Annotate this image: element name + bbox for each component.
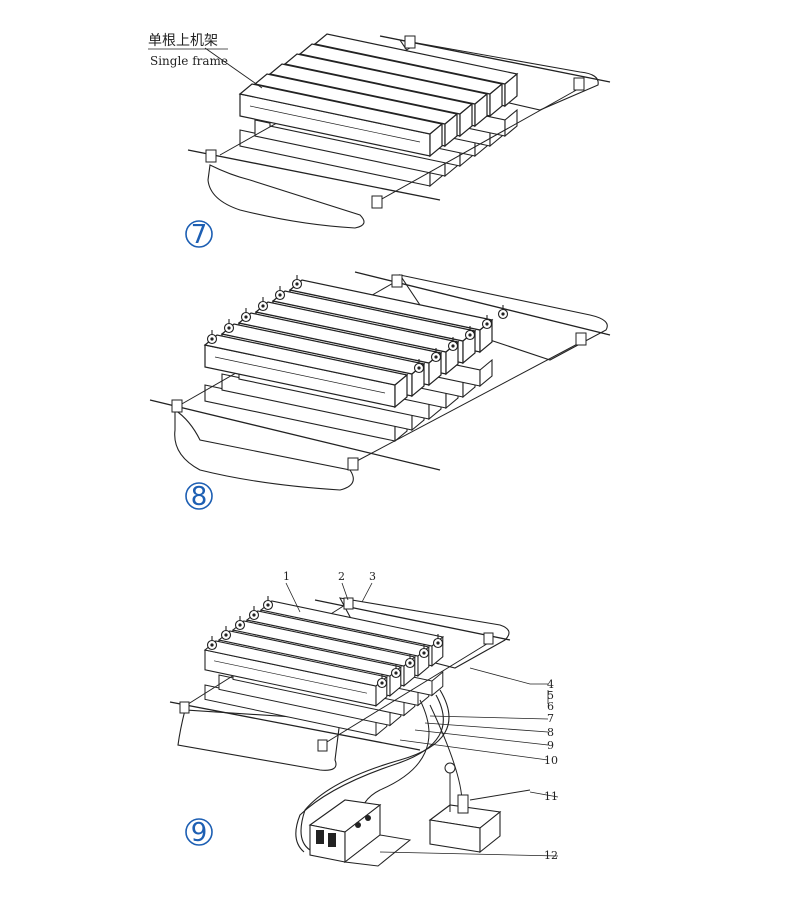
part-label-2: 2 xyxy=(338,570,345,583)
part-label-6: 6 xyxy=(547,700,554,713)
part-label-4: 4 xyxy=(547,678,554,691)
step-number-9: 9 xyxy=(191,818,208,848)
part-label-12: 12 xyxy=(544,849,558,862)
part-label-7: 7 xyxy=(547,712,554,725)
part-label-9: 9 xyxy=(547,739,554,752)
water-pump xyxy=(428,762,531,854)
step-number-circle xyxy=(185,220,213,248)
control-box xyxy=(308,799,412,867)
part-label-10: 10 xyxy=(544,754,558,767)
part-label-3: 3 xyxy=(369,570,376,583)
step-8-diagram: 8 xyxy=(149,271,611,512)
part-label-5: 5 xyxy=(547,689,554,702)
part-label-11: 11 xyxy=(544,790,558,803)
step-7-diagram: 单根上机架 Single frame 7 xyxy=(148,33,611,250)
belt-sheet xyxy=(174,408,354,491)
belt-sheet xyxy=(177,709,341,771)
step-9-diagram: 1 2 3 4 5 6 7 8 9 10 11 12 9 xyxy=(169,570,559,867)
step-number-7: 7 xyxy=(191,220,208,250)
part-label-1: 1 xyxy=(283,570,290,583)
belt-sheet xyxy=(207,164,365,229)
callout-label-en: Single frame xyxy=(150,54,228,68)
step-number-circle xyxy=(185,482,213,510)
step-number-circle xyxy=(185,818,213,846)
step-number-8: 8 xyxy=(191,482,208,512)
part-label-8: 8 xyxy=(547,726,554,739)
callout-label-cn: 单根上机架 xyxy=(148,33,218,49)
